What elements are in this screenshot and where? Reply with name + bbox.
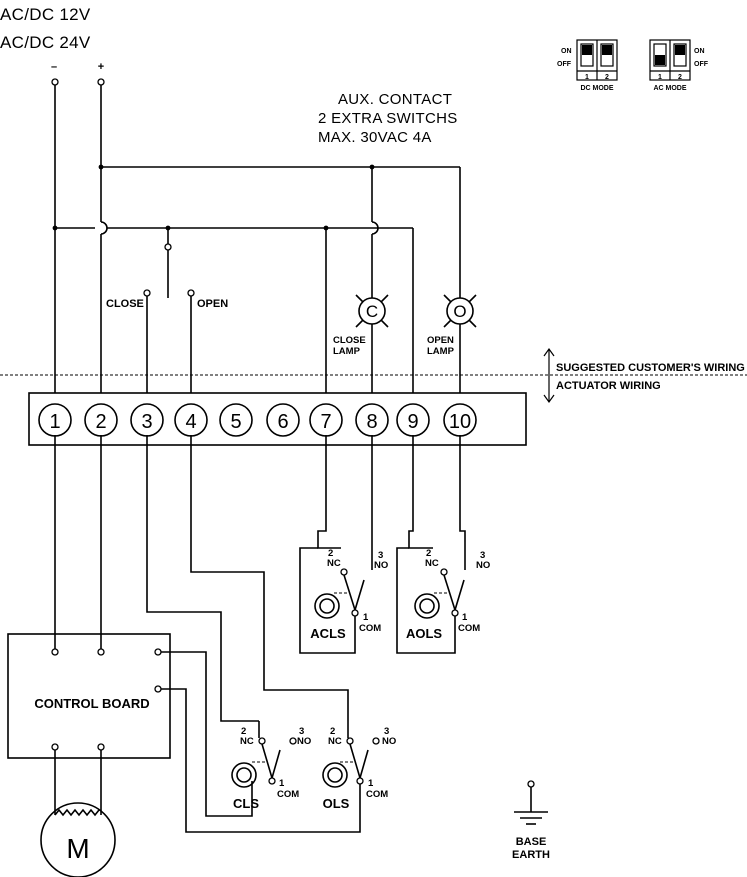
control-board: CONTROL BOARD	[7, 633, 361, 833]
svg-text:2: 2	[426, 548, 431, 559]
motor: M	[40, 750, 116, 877]
terminal-minus	[51, 78, 59, 86]
svg-text:OFF: OFF	[694, 61, 709, 68]
svg-text:OPEN: OPEN	[427, 335, 454, 346]
ols-switch: 2 NC 3 NO 1 COM OLS	[322, 721, 396, 811]
aux-max-rating: MAX. 30VAC 4A	[318, 129, 432, 146]
close-lamp: C CLOSE LAMP	[333, 294, 389, 393]
terminal-9: 9	[407, 411, 418, 433]
svg-text:OFF: OFF	[557, 61, 572, 68]
svg-text:LAMP: LAMP	[427, 346, 455, 357]
terminal-numbers: 1 2 3 4 5 6 7 8 9 10	[38, 403, 477, 437]
actuator-wiring-label: ACTUATOR WIRING	[556, 380, 661, 392]
terminal-4: 4	[185, 411, 196, 433]
svg-text:CLOSE: CLOSE	[333, 335, 366, 346]
svg-text:M: M	[66, 833, 89, 864]
svg-text:NO: NO	[382, 736, 396, 747]
svg-text:3: 3	[480, 550, 485, 561]
svg-text:ON: ON	[694, 48, 705, 55]
svg-text:NO: NO	[476, 560, 490, 571]
svg-text:2: 2	[328, 548, 333, 559]
wiring-boundary-arrow	[543, 347, 555, 404]
open-label: OPEN	[197, 298, 228, 310]
terminal-2: 2	[95, 411, 106, 433]
svg-text:ON: ON	[561, 48, 572, 55]
svg-text:NO: NO	[374, 560, 388, 571]
svg-text:CONTROL BOARD: CONTROL BOARD	[34, 696, 149, 711]
svg-text:NO: NO	[297, 736, 311, 747]
customer-wiring-label: SUGGESTED CUSTOMER'S WIRING	[556, 362, 745, 374]
svg-text:1: 1	[462, 612, 468, 623]
terminal-plus	[97, 78, 105, 86]
svg-text:COM: COM	[458, 623, 480, 634]
svg-text:COM: COM	[277, 789, 299, 800]
close-label: CLOSE	[106, 298, 144, 310]
customer-wiring: CLOSE OPEN C CLOSE LAMP O OPEN LAMP	[52, 85, 477, 393]
svg-text:2: 2	[241, 726, 246, 737]
svg-text:1: 1	[658, 74, 662, 81]
svg-text:1: 1	[368, 778, 374, 789]
svg-text:NC: NC	[425, 558, 439, 569]
svg-text:DC MODE: DC MODE	[580, 85, 613, 92]
svg-text:1: 1	[363, 612, 369, 623]
base-earth: BASE EARTH	[512, 780, 550, 861]
svg-text:AC MODE: AC MODE	[653, 85, 686, 92]
dip-switch-dc-mode: ON OFF 1 2 DC MODE	[557, 39, 618, 92]
cls-switch: 2 NC 3 NO 1 COM CLS	[231, 721, 311, 811]
svg-text:NC: NC	[327, 558, 341, 569]
svg-text:1: 1	[279, 778, 285, 789]
aux-extra-switches: 2 EXTRA SWITCHS	[318, 110, 458, 127]
svg-text:NC: NC	[328, 736, 342, 747]
svg-text:C: C	[366, 302, 378, 321]
svg-text:O: O	[453, 302, 466, 321]
supply-voltage-24v: AC/DC 24V	[0, 33, 91, 52]
terminal-10: 10	[449, 411, 471, 433]
aux-contact-title: AUX. CONTACT	[338, 91, 452, 108]
terminal-1: 1	[49, 411, 60, 433]
terminal-3: 3	[141, 411, 152, 433]
svg-text:3: 3	[384, 726, 389, 737]
svg-text:NC: NC	[240, 736, 254, 747]
svg-text:COM: COM	[366, 789, 388, 800]
svg-text:AOLS: AOLS	[406, 626, 442, 641]
plus-sign: +	[98, 61, 104, 73]
svg-text:2: 2	[330, 726, 335, 737]
dip-switch-ac-mode: 1 2 ON OFF AC MODE	[649, 39, 709, 92]
svg-text:2: 2	[605, 74, 609, 81]
svg-text:EARTH: EARTH	[512, 849, 550, 861]
open-lamp: O OPEN LAMP	[427, 294, 477, 393]
actuator-wiring	[54, 435, 466, 722]
svg-text:3: 3	[299, 726, 304, 737]
terminal-7: 7	[320, 411, 331, 433]
acls-switch: 2 NC 3 NO 1 COM ACLS	[299, 542, 388, 654]
svg-text:OLS: OLS	[323, 796, 350, 811]
terminal-6-ring	[266, 403, 300, 437]
svg-text:COM: COM	[359, 623, 381, 634]
svg-text:1: 1	[585, 74, 589, 81]
aols-switch: 2 NC 3 NO 1 COM AOLS	[396, 542, 490, 654]
terminal-8: 8	[366, 411, 377, 433]
svg-text:ACLS: ACLS	[310, 626, 346, 641]
terminal-6: 6	[277, 411, 288, 433]
terminal-block	[28, 392, 527, 446]
svg-text:2: 2	[678, 74, 682, 81]
svg-text:CLS: CLS	[233, 796, 259, 811]
terminal-5: 5	[230, 411, 241, 433]
supply-voltage-12v: AC/DC 12V	[0, 5, 91, 24]
terminal-5-ring	[219, 403, 253, 437]
svg-text:BASE: BASE	[516, 836, 547, 848]
minus-sign: –	[51, 61, 57, 73]
svg-text:LAMP: LAMP	[333, 346, 361, 357]
svg-text:3: 3	[378, 550, 383, 561]
